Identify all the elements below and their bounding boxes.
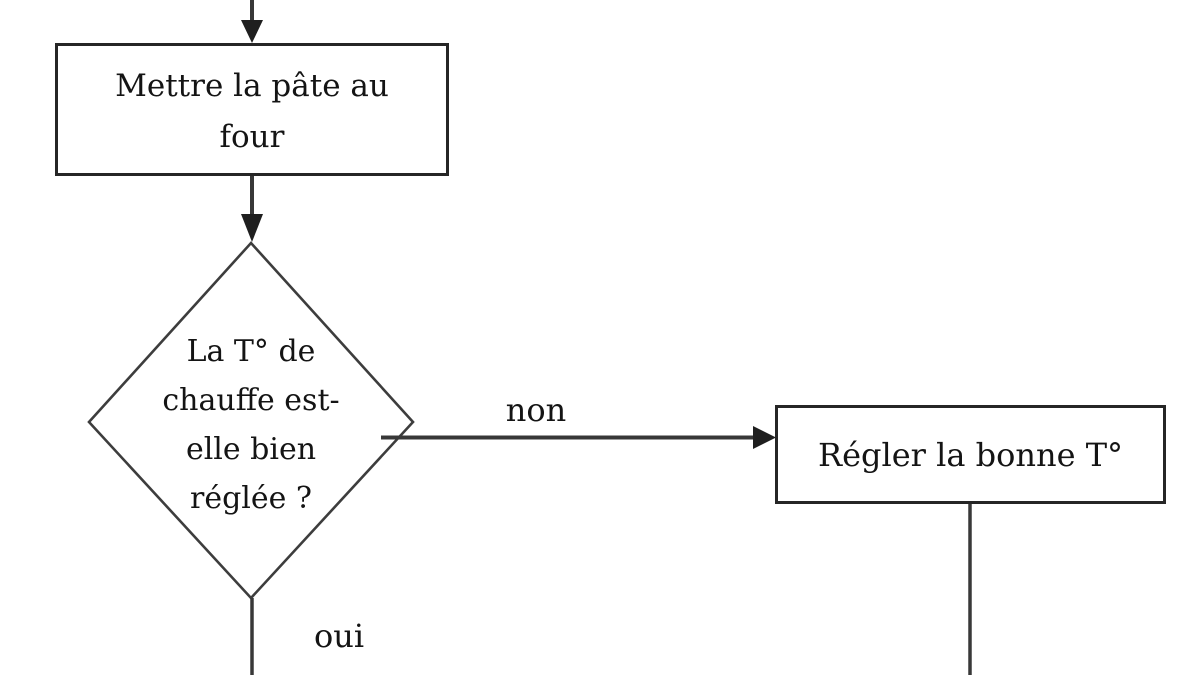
- non-arrowhead-icon: [753, 426, 776, 449]
- node-text-line: four: [219, 118, 285, 155]
- edge-label-oui: oui: [313, 617, 365, 655]
- node-text-line: chauffe est-: [162, 383, 340, 418]
- node-text-line: Mettre la pâte au: [115, 67, 389, 104]
- node-text-line: réglée ?: [189, 481, 313, 516]
- edge-label-non: non: [505, 391, 567, 429]
- node-text-line: La T° de: [186, 334, 316, 369]
- node-decision-temperature: La T° de chauffe est- elle bien réglée ?: [139, 327, 363, 523]
- box-to-decision-arrowhead-icon: [241, 214, 263, 242]
- node-text-line: elle bien: [185, 432, 317, 467]
- node-regler-bonne-temperature: Régler la bonne T°: [775, 405, 1166, 504]
- node-mettre-pate-four: Mettre la pâte au four: [55, 43, 449, 176]
- top-entry-arrowhead-icon: [241, 20, 263, 43]
- node-text-line: Régler la bonne T°: [817, 435, 1124, 474]
